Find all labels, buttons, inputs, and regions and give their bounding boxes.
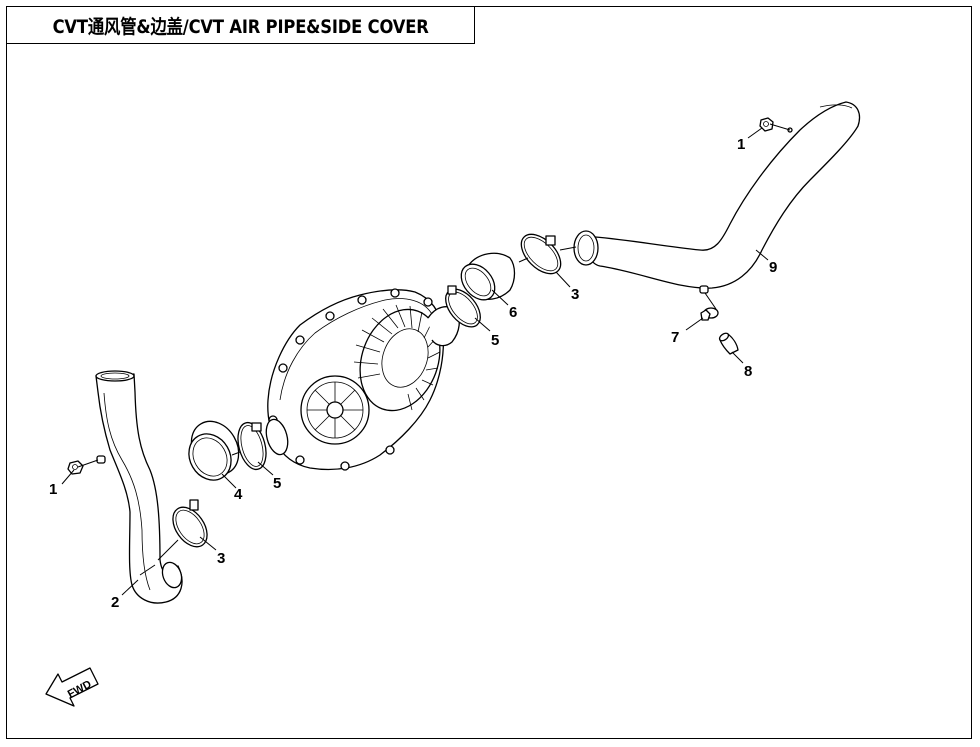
part-1-lower-nut bbox=[67, 455, 106, 475]
callout-numbers: 1 2 3 4 5 5 6 3 1 9 7 8 bbox=[49, 136, 777, 611]
callout-1-upper: 1 bbox=[737, 136, 745, 153]
callout-1-lower: 1 bbox=[49, 481, 57, 498]
callout-3-upper: 3 bbox=[571, 286, 579, 303]
part-8-drain-plug bbox=[718, 332, 739, 355]
page-title: CVT通风管&边盖/CVT AIR PIPE&SIDE COVER bbox=[52, 15, 429, 38]
callout-2: 2 bbox=[111, 594, 119, 611]
callout-7: 7 bbox=[671, 329, 679, 346]
cvt-side-cover bbox=[265, 288, 460, 471]
callout-5-lower: 5 bbox=[273, 475, 281, 492]
part-2-lower-air-pipe bbox=[95, 370, 183, 604]
part-5-upper-clamp bbox=[445, 285, 481, 328]
part-4-rubber-boot bbox=[188, 420, 240, 481]
title-box: CVT通风管&边盖/CVT AIR PIPE&SIDE COVER bbox=[6, 6, 475, 44]
part-6-upper-boot bbox=[460, 252, 516, 301]
part-5-lower-clamp bbox=[237, 421, 267, 471]
leader-lines bbox=[61, 123, 791, 596]
drawing-frame bbox=[6, 6, 972, 739]
part-3-lower-hose-clamp bbox=[172, 499, 208, 548]
callout-6: 6 bbox=[509, 304, 517, 321]
callout-3-lower: 3 bbox=[217, 550, 225, 567]
callout-5-upper: 5 bbox=[491, 332, 499, 349]
callout-8: 8 bbox=[744, 363, 752, 380]
part-9-upper-air-pipe bbox=[573, 101, 861, 294]
part-1-upper-nut bbox=[759, 117, 793, 133]
fwd-direction-arrow: FWD bbox=[45, 667, 99, 707]
part-7-washer bbox=[700, 307, 719, 321]
callout-9: 9 bbox=[769, 259, 777, 276]
callout-4: 4 bbox=[234, 486, 243, 503]
part-3-upper-hose-clamp bbox=[520, 233, 562, 275]
